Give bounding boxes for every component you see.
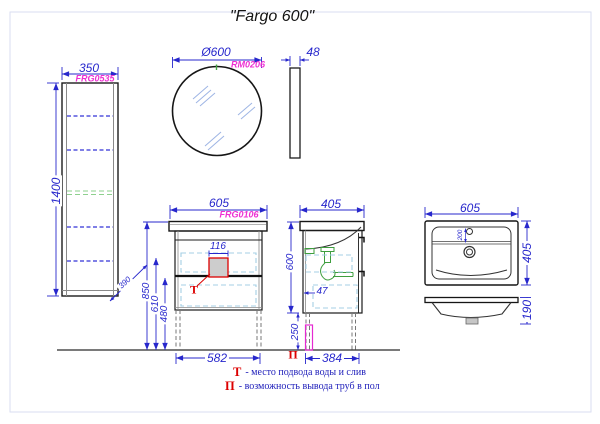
- legend-water-symbol: Т: [233, 365, 242, 379]
- dim-tall-cabinet-width: 350: [78, 61, 100, 75]
- dim-sink-depth: 405: [520, 240, 534, 266]
- dim-sink-height: 190: [520, 297, 534, 323]
- mirror-dimension: [172, 57, 262, 68]
- dim-side-floor-clearance: 250: [290, 321, 301, 343]
- tall-cabinet-shelves: [67, 115, 113, 262]
- mirror-side-view: [289, 67, 301, 159]
- dim-vanity-leg-span: 582: [204, 351, 230, 365]
- dim-mirror-diameter: Ø600: [201, 45, 231, 59]
- sink-profile-view: [424, 296, 519, 325]
- mirror: [171, 64, 263, 157]
- floor-pipe-symbol: П: [288, 347, 298, 362]
- tall-cabinet-adjustable-shelf: [67, 190, 113, 195]
- sink-top-view: [424, 220, 519, 286]
- legend-pipes-text: - возможность вывода труб в пол: [238, 381, 380, 392]
- legend-pipes-row: П- возможность вывода труб в пол: [225, 376, 380, 394]
- vanity-side-drawers: [305, 254, 358, 309]
- legend-water-row: Т- место подвода воды и слив: [233, 362, 366, 380]
- dim-vanity-height-480: 480: [159, 303, 170, 325]
- dim-side-depth: 405: [320, 197, 342, 211]
- dim-side-body-height: 600: [285, 251, 296, 273]
- mirror-depth-dimension: [281, 56, 309, 66]
- dim-sink-width: 605: [459, 201, 481, 215]
- dim-vanity-width: 605: [208, 196, 230, 210]
- tall-cabinet: [61, 82, 119, 297]
- page-border: [9, 11, 592, 413]
- vanity-side-legs: [305, 313, 356, 350]
- water-inlet-leader: [196, 273, 211, 287]
- code-vanity: FRG0106: [219, 209, 259, 220]
- legend-pipes-symbol: П: [225, 379, 235, 393]
- floor-pipe-outlet: [304, 324, 314, 351]
- code-mirror: RM0206: [230, 59, 266, 70]
- code-tall-cabinet: FRG0535: [75, 73, 115, 84]
- dim-side-back-offset: 47: [316, 286, 328, 297]
- page-title: "Fargo 600": [229, 8, 315, 25]
- dim-sink-faucet-offset: 200: [456, 229, 464, 241]
- mirror-reflection-lines: [192, 85, 256, 151]
- water-inlet-symbol: Т: [189, 282, 199, 297]
- legend-water-text: - место подвода воды и слив: [245, 367, 366, 378]
- dim-side-leg-depth-span: 384: [319, 351, 345, 365]
- vanity-front-legs: [175, 310, 262, 350]
- dim-vanity-cutout: 116: [210, 241, 226, 252]
- sink-top-dimensions: [424, 207, 531, 286]
- dim-tall-cabinet-height: 1400: [49, 175, 63, 207]
- water-inlet-zone: [208, 257, 229, 278]
- dim-mirror-depth: 48: [306, 45, 320, 59]
- siphon-plumbing: [304, 247, 354, 281]
- vanity-side: [299, 220, 365, 314]
